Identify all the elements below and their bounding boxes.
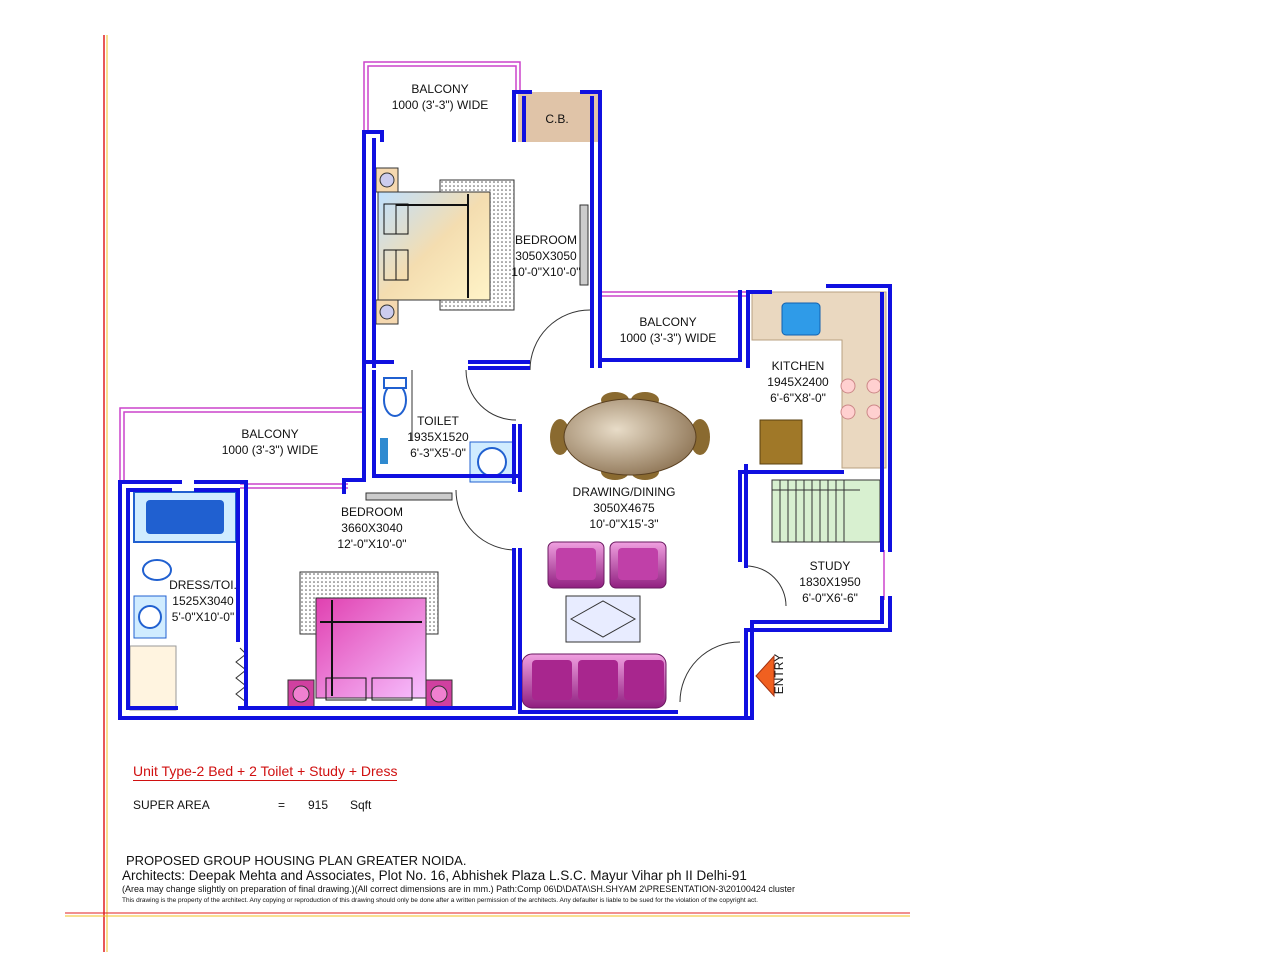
bedroom1-bed [375, 167, 515, 325]
kitchen-sink [781, 302, 821, 336]
toilet-metric: 1935X1520 [407, 430, 469, 444]
kitchen-table [759, 419, 803, 465]
bedroom2-tv-unit [365, 492, 453, 501]
dress-metric: 1525X3040 [172, 594, 234, 608]
study-shelf-lines [772, 480, 860, 542]
dress-wc [142, 559, 172, 581]
super-area-label: SUPER AREA [133, 798, 210, 812]
dress-wardrobe-inner [146, 500, 224, 534]
cb-label: C.B. [545, 112, 568, 126]
toilet-imperial: 6'-3"X5'-0" [410, 446, 466, 460]
kitchen-imperial: 6'-6"X8'-0" [770, 391, 826, 405]
dress-imperial: 5'-0"X10'-0" [172, 610, 234, 624]
toilet-shower [380, 438, 388, 464]
study-imperial: 6'-0"X6'-6" [802, 591, 858, 605]
balcony-mid-size: 1000 (3'-3") WIDE [620, 331, 717, 345]
drawing-imperial: 10'-0"X15'-3" [589, 517, 658, 531]
bedroom2-imperial: 12'-0"X10'-0" [337, 537, 406, 551]
living-seating [521, 541, 667, 709]
dress-basin-bowl [138, 605, 162, 629]
footer-title: PROPOSED GROUP HOUSING PLAN GREATER NOID… [126, 853, 467, 868]
balcony-railings [119, 61, 885, 600]
footer-note: (Area may change slightly on preparation… [122, 884, 795, 894]
balcony-left-name: BALCONY [241, 427, 298, 441]
door-swings [411, 309, 787, 703]
bedroom1-imperial: 10'-0"X10'-0" [511, 265, 580, 279]
unit-type-title: Unit Type-2 Bed + 2 Toilet + Study + Dre… [133, 763, 398, 781]
kitchen-counter [751, 291, 887, 469]
balcony-left-size: 1000 (3'-3") WIDE [222, 443, 319, 457]
footer-copyright: This drawing is the property of the arch… [122, 897, 758, 904]
bedroom1-wardrobe [579, 204, 589, 286]
bedroom2-bed [287, 571, 453, 709]
drawing-name: DRAWING/DINING [573, 485, 676, 499]
dining-set [550, 392, 710, 480]
toilet-cistern [383, 377, 407, 389]
super-area-unit: Sqft [350, 798, 372, 812]
balcony-top-name: BALCONY [411, 82, 468, 96]
bedroom2-name: BEDROOM [341, 505, 403, 519]
bedroom1-name: BEDROOM [515, 233, 577, 247]
study-metric: 1830X1950 [799, 575, 861, 589]
entry-label: ENTRY [772, 654, 786, 694]
balcony-top-size: 1000 (3'-3") WIDE [392, 98, 489, 112]
balcony-mid-name: BALCONY [639, 315, 696, 329]
kitchen-hob [840, 378, 882, 420]
super-area-eq: = [278, 798, 286, 812]
study-name: STUDY [810, 559, 851, 573]
footer-architects: Architects: Deepak Mehta and Associates,… [122, 868, 747, 883]
kitchen-metric: 1945X2400 [767, 375, 829, 389]
dress-name: DRESS/TOI. [169, 578, 237, 592]
dress-bench [129, 645, 177, 711]
toilet-name: TOILET [417, 414, 459, 428]
bedroom2-metric: 3660X3040 [341, 521, 403, 535]
entry-arrow-icon [755, 654, 775, 698]
drawing-metric: 3050X4675 [593, 501, 655, 515]
kitchen-name: KITCHEN [772, 359, 825, 373]
walls[interactable] [118, 90, 892, 720]
cb-area [518, 92, 600, 142]
bedroom1-metric: 3050X3050 [515, 249, 577, 263]
toilet-basin-bowl [477, 447, 507, 477]
super-area-value: 915 [308, 798, 329, 812]
